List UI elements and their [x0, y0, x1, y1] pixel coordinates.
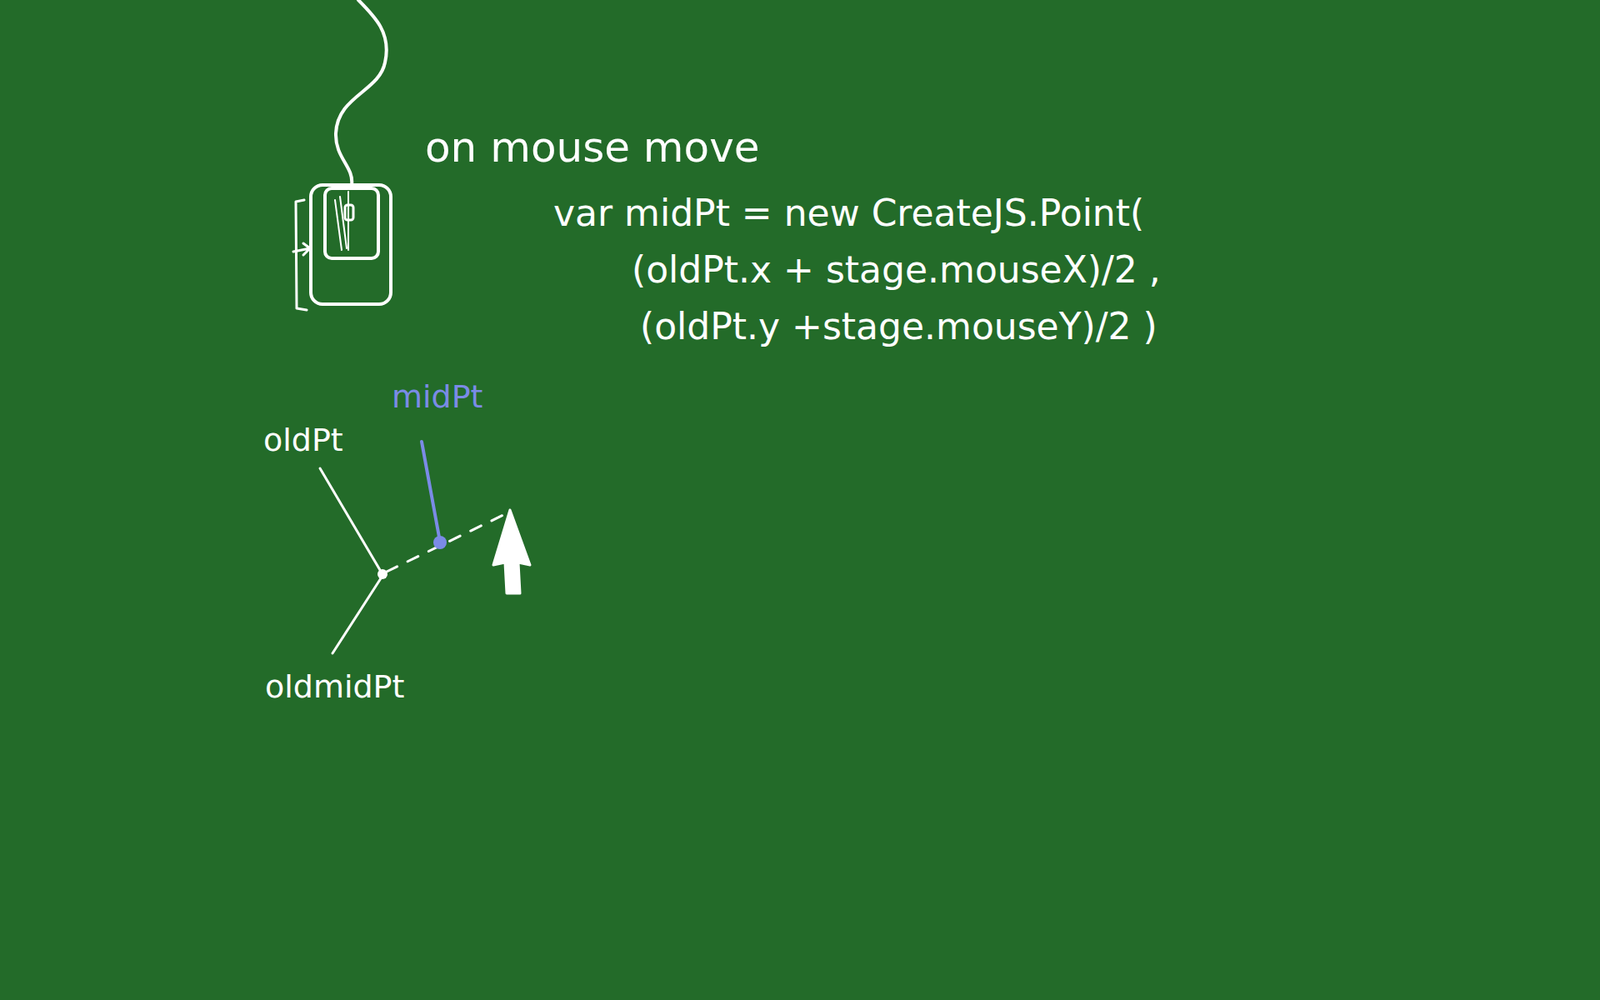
- code-line: (oldPt.x + stage.mouseX)/2 ,: [631, 250, 1161, 290]
- midpt-leader: [421, 441, 440, 542]
- mouse-path: [386, 514, 505, 572]
- mouse-cable: [335, 0, 387, 185]
- point-label: oldPt: [263, 423, 344, 459]
- mouse-hatch: [335, 196, 347, 250]
- midpt-dot: [433, 535, 447, 550]
- oldpt-leader: [320, 468, 380, 570]
- mouse-wheel: [345, 205, 354, 220]
- oldmidpt-leader: [332, 578, 381, 654]
- motion-arrow: [293, 243, 310, 255]
- cursor-arrow: [493, 510, 530, 594]
- code-line: (oldPt.y +stage.mouseY)/2 ): [640, 306, 1158, 347]
- oldpt-dot: [377, 569, 388, 580]
- code-line: var midPt = new CreateJS.Point(: [553, 193, 1145, 234]
- point-label: oldmidPt: [265, 670, 405, 705]
- mouse-buttons: [325, 188, 379, 259]
- point-label: midPt: [391, 380, 484, 415]
- mouse-body: [310, 185, 391, 305]
- event-label: on mouse move: [425, 125, 760, 171]
